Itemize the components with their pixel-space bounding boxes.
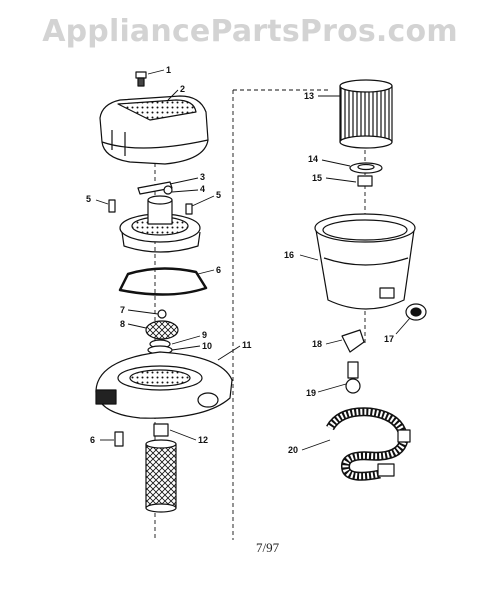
- part-knob-screw: [135, 71, 147, 87]
- footer-date: 7/97: [256, 540, 280, 555]
- callout-3: 3: [200, 172, 205, 182]
- part-motor-assembly: [119, 195, 201, 253]
- callout-4: 4: [200, 184, 205, 194]
- leader-lines: [95, 69, 411, 451]
- part-screws: [108, 199, 193, 447]
- part-cartridge-filter: [339, 79, 393, 149]
- callout-6-lower: 6: [90, 435, 95, 445]
- part-gasket: [118, 267, 208, 296]
- watermark: AppliancePartsPros.com: [42, 14, 458, 49]
- part-motor-cover: [99, 95, 209, 165]
- part-retainer-disc: [349, 162, 383, 174]
- callout-labels: 1 2 3 4 5 5 6 6 7 8 9 10 11 12 13 14 15 …: [86, 65, 394, 455]
- callout-5-right: 5: [216, 190, 221, 200]
- callout-11: 11: [242, 340, 252, 350]
- callout-13: 13: [304, 91, 314, 101]
- callout-2: 2: [180, 84, 185, 94]
- callout-6: 6: [216, 265, 221, 275]
- part-drum: [314, 213, 416, 310]
- callout-5-left: 5: [86, 194, 91, 204]
- callout-9: 9: [202, 330, 207, 340]
- callout-1: 1: [166, 65, 171, 75]
- part-nut: [357, 175, 373, 187]
- callout-14: 14: [308, 154, 318, 164]
- part-power-head: [95, 351, 233, 419]
- callout-7: 7: [120, 305, 125, 315]
- callout-19: 19: [306, 388, 316, 398]
- part-caster: [345, 361, 361, 394]
- part-float-cage: [145, 423, 177, 513]
- callout-8: 8: [120, 319, 125, 329]
- part-impeller: [145, 309, 179, 340]
- callout-10: 10: [202, 341, 212, 351]
- part-drain-cap: [405, 303, 427, 321]
- callout-16: 16: [284, 250, 294, 260]
- part-caster-base: [341, 329, 365, 353]
- callout-18: 18: [312, 339, 322, 349]
- callout-15: 15: [312, 173, 322, 183]
- part-hose: [326, 407, 411, 481]
- callout-17: 17: [384, 334, 394, 344]
- part-switch: [137, 181, 173, 195]
- callout-12: 12: [198, 435, 208, 445]
- callout-20: 20: [288, 445, 298, 455]
